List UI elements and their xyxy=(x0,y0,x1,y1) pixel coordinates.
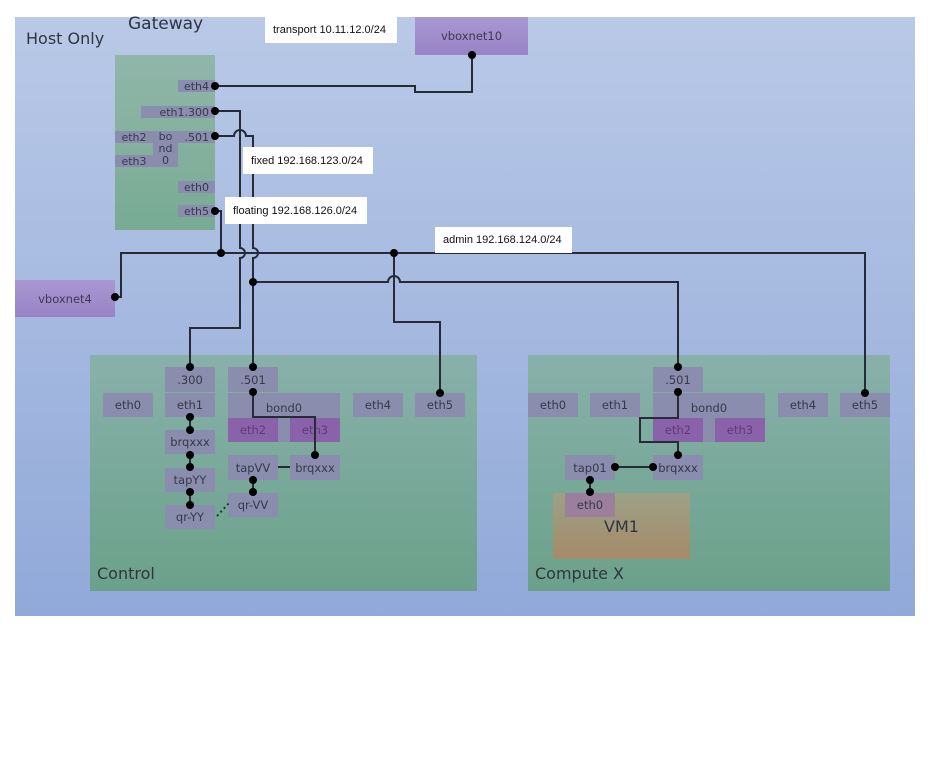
compute-iface-vlan-501: .501 xyxy=(653,367,703,392)
host-only-label: Host Only xyxy=(26,29,105,48)
control-iface-eth0: eth0 xyxy=(103,393,153,417)
control-label: Control xyxy=(97,564,155,583)
compute-label: Compute X xyxy=(535,564,625,583)
control-router-qr-vv: qr-VV xyxy=(228,493,278,517)
gateway-iface-eth5: eth5 xyxy=(178,205,215,218)
control-router-qr-yy: qr-YY xyxy=(165,505,215,529)
gateway-iface-vlan-501: .501 xyxy=(178,131,215,144)
compute-iface-eth3: eth3 xyxy=(715,418,765,442)
gateway-iface-eth1-300: eth1.300 xyxy=(141,106,215,119)
compute-iface-eth4: eth4 xyxy=(778,393,828,417)
control-iface-eth2: eth2 xyxy=(228,418,278,442)
gateway-iface-eth2: eth2 xyxy=(115,131,153,144)
control-bond0-label: bond0 xyxy=(265,401,303,415)
network-label-fixed: fixed 192.168.123.0/24 xyxy=(243,147,373,174)
control-node xyxy=(90,355,477,591)
gateway-bond0: bo nd 0 xyxy=(153,131,178,167)
compute-bond0-label: bond0 xyxy=(690,401,728,415)
vboxnet4-adapter: vboxnet4 xyxy=(15,280,115,317)
control-iface-eth4: eth4 xyxy=(353,393,403,417)
control-iface-eth1: eth1 xyxy=(165,393,215,417)
gateway-bond0-label-line: 0 xyxy=(162,154,169,167)
control-bridge-brqxxx-right: brqxxx xyxy=(290,455,340,480)
compute-iface-eth2: eth2 xyxy=(653,418,703,442)
gateway-title: Gateway xyxy=(128,14,204,34)
compute-iface-eth0: eth0 xyxy=(528,393,578,417)
control-tap-vv: tapVV xyxy=(228,455,278,480)
vm1-iface-eth0: eth0 xyxy=(565,493,615,517)
control-bridge-brqxxx-left: brqxxx xyxy=(165,430,215,454)
compute-tap01: tap01 xyxy=(565,455,615,480)
compute-bridge-brqxxx: brqxxx xyxy=(653,455,703,480)
control-tap-yy: tapYY xyxy=(165,468,215,492)
compute-iface-eth5: eth5 xyxy=(840,393,890,417)
gateway-iface-eth3: eth3 xyxy=(115,155,153,168)
gateway-iface-eth0: eth0 xyxy=(178,181,215,194)
network-label-floating: floating 192.168.126.0/24 xyxy=(225,197,367,224)
control-iface-vlan-501: .501 xyxy=(228,367,278,392)
vboxnet10-adapter: vboxnet10 xyxy=(415,17,528,55)
compute-iface-eth1: eth1 xyxy=(590,393,640,417)
network-label-admin: admin 192.168.124.0/24 xyxy=(435,227,572,253)
gateway-bond0-label-line: bo xyxy=(158,130,173,143)
control-iface-eth3: eth3 xyxy=(290,418,340,442)
gateway-iface-eth4: eth4 xyxy=(178,80,215,93)
control-iface-vlan-300: .300 xyxy=(165,367,215,392)
control-iface-eth5: eth5 xyxy=(415,393,465,417)
gateway-bond0-label-line: nd xyxy=(158,142,173,155)
vm1-label: VM1 xyxy=(604,517,639,536)
network-label-transport: transport 10.11.12.0/24 xyxy=(265,17,397,43)
